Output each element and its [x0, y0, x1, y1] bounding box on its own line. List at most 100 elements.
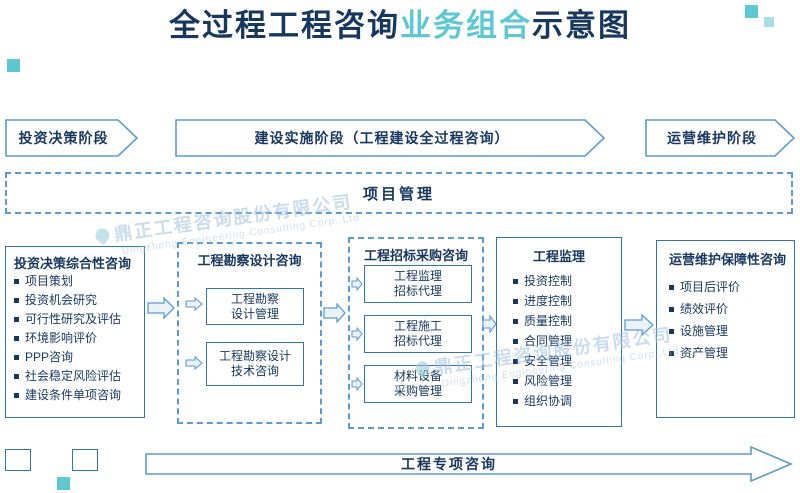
sub-box-construction-bidding: 工程施工 招标代理 — [364, 315, 472, 353]
bullet-square-icon — [14, 279, 19, 284]
flow-arrow-icon — [351, 327, 363, 341]
sub-box-line: 工程勘察设计 — [218, 349, 291, 363]
project-management-box: 项目管理 — [5, 172, 793, 214]
list-item-label: 合同管理 — [524, 334, 573, 348]
column-investment-consulting: 投资决策综合性咨询 项目策划 投资机会研究 可行性研究及评估 环境影响评价 PP… — [5, 246, 145, 418]
sub-box-line: 材料设备 — [393, 369, 442, 383]
sub-box-line: 招标代理 — [393, 284, 442, 298]
list-item: 进度控制 — [513, 291, 621, 311]
list-item-label: 环境影响评价 — [25, 331, 98, 345]
watermark-droplet-icon — [92, 225, 113, 246]
list-item-label: PPP咨询 — [25, 350, 74, 364]
list-item-label: 设施管理 — [680, 324, 729, 338]
flow-arrow-icon — [185, 297, 203, 311]
list-item: 风险管理 — [513, 371, 621, 391]
column-title: 投资决策综合性咨询 — [14, 256, 132, 271]
legend-square — [72, 449, 98, 471]
list-item: 投资机会研究 — [14, 291, 136, 310]
list-item: 建设条件单项咨询 — [14, 386, 136, 405]
legend-square — [5, 449, 31, 471]
sub-box-line: 工程监理 — [393, 269, 442, 283]
column-operation-maintenance: 运营维护保障性咨询 项目后评价 绩效评价 设施管理 资产管理 — [656, 240, 795, 418]
sub-box-survey-design-management: 工程勘察 设计管理 — [206, 288, 304, 325]
bullet-square-icon — [513, 278, 518, 284]
teal-square-decoration — [7, 59, 20, 72]
list-item: 设施管理 — [669, 320, 794, 342]
sub-box-line: 工程施工 — [393, 319, 442, 333]
sub-box-supervision-bidding: 工程监理 招标代理 — [364, 265, 472, 303]
teal-square-decoration — [745, 5, 758, 18]
column-title: 工程勘察设计咨询 — [197, 253, 302, 268]
list-item: 环境影响评价 — [14, 329, 136, 348]
list-item-label: 风险管理 — [524, 374, 573, 388]
phase-banner-operation: 运营维护阶段 — [645, 119, 795, 157]
list-item: 组织协调 — [513, 391, 621, 411]
list-item: 安全管理 — [513, 351, 621, 371]
bullet-square-icon — [14, 355, 19, 360]
page-title: 全过程工程咨询业务组合示意图 — [0, 0, 800, 45]
list-item: 社会稳定风险评估 — [14, 367, 136, 386]
flow-arrow-icon — [351, 377, 363, 391]
teal-square-decoration — [57, 477, 70, 490]
title-part-2: 业务组合 — [400, 8, 532, 43]
column-bidding-procurement: 工程招标采购咨询 工程监理 招标代理 工程施工 招标代理 材料设备 采购管理 — [348, 237, 484, 429]
list-item-label: 可行性研究及评估 — [25, 312, 122, 326]
list-item-label: 项目策划 — [25, 274, 74, 288]
special-consulting-banner: 工程专项咨询 — [145, 446, 793, 482]
list-item: 质量控制 — [513, 311, 621, 331]
list-item: 项目策划 — [14, 272, 136, 291]
list-item: PPP咨询 — [14, 348, 136, 367]
bullet-square-icon — [14, 317, 19, 322]
bullet-square-icon — [669, 350, 674, 356]
list-item: 可行性研究及评估 — [14, 310, 136, 329]
flow-arrow-icon — [351, 277, 363, 291]
bullet-square-icon — [669, 284, 674, 290]
list-item-label: 质量控制 — [524, 314, 573, 328]
list-item: 绩效评价 — [669, 298, 794, 320]
column-supervision: 工程监理 投资控制 进度控制 质量控制 合同管理 安全管理 风险管理 组织协调 — [496, 237, 622, 427]
sub-box-line: 工程勘察 — [230, 291, 279, 306]
list-item: 资产管理 — [669, 342, 794, 364]
project-management-label: 项目管理 — [362, 185, 435, 203]
phase-banner-label: 运营维护阶段 — [667, 130, 757, 146]
flow-arrow-icon — [482, 315, 497, 333]
bullet-square-icon — [513, 378, 518, 384]
sub-box-line: 采购管理 — [393, 384, 442, 398]
column-title: 工程监理 — [532, 249, 585, 264]
teal-square-decoration — [764, 17, 774, 27]
list-item-label: 投资机会研究 — [25, 293, 98, 307]
list-item-label: 项目后评价 — [680, 280, 741, 294]
flow-arrow-icon — [185, 356, 203, 370]
column-survey-design: 工程勘察设计咨询 工程勘察 设计管理 工程勘察设计 技术咨询 — [177, 242, 322, 424]
bullet-square-icon — [513, 318, 518, 324]
list-item-label: 进度控制 — [524, 294, 573, 308]
phase-banner-label: 投资决策阶段 — [18, 130, 109, 146]
sub-box-survey-design-technical: 工程勘察设计 技术咨询 — [206, 342, 304, 386]
title-part-1: 全过程工程咨询 — [169, 8, 400, 43]
list-item: 合同管理 — [513, 331, 621, 351]
column-title: 工程招标采购咨询 — [363, 248, 468, 263]
phase-banner-investment: 投资决策阶段 — [5, 119, 138, 157]
flow-arrow-icon — [624, 314, 654, 336]
phase-banner-construction: 建设实施阶段（工程建设全过程咨询） — [175, 119, 605, 157]
bullet-square-icon — [513, 358, 518, 364]
right-arrow-banner-icon — [5, 119, 138, 157]
sub-box-line: 招标代理 — [393, 334, 442, 348]
phase-banner-label: 建设实施阶段（工程建设全过程咨询） — [254, 130, 510, 146]
list-item: 项目后评价 — [669, 276, 794, 298]
sub-box-line: 技术咨询 — [230, 364, 279, 378]
bullet-square-icon — [14, 374, 19, 379]
column-title: 运营维护保障性咨询 — [669, 252, 787, 267]
bullet-square-icon — [669, 328, 674, 334]
list-item-label: 建设条件单项咨询 — [25, 388, 122, 402]
list-item-label: 资产管理 — [680, 346, 729, 360]
list-item-label: 绩效评价 — [680, 302, 729, 316]
list-item-label: 社会稳定风险评估 — [25, 369, 122, 383]
right-arrow-banner-icon — [145, 446, 793, 482]
list-item: 投资控制 — [513, 271, 621, 291]
bullet-square-icon — [513, 398, 518, 404]
bullet-square-icon — [14, 336, 19, 341]
sub-box-material-procurement: 材料设备 采购管理 — [364, 365, 472, 403]
list-item-label: 组织协调 — [524, 394, 573, 408]
